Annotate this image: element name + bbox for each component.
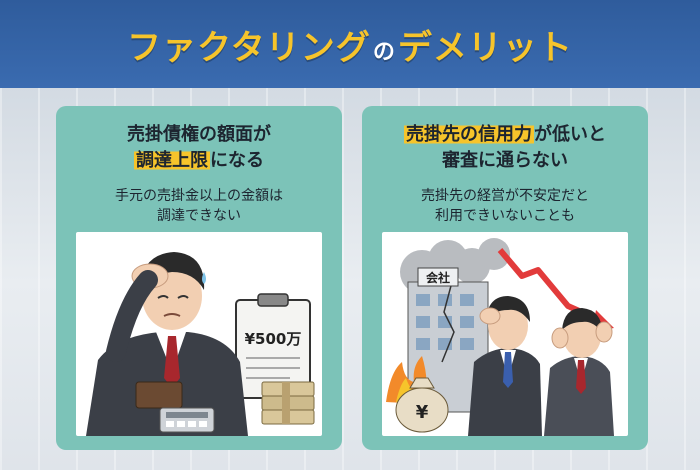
illustration-collapsing-company: 会社 ¥ (382, 232, 628, 436)
empty-wallet-icon (135, 381, 183, 409)
highlight-text: 調達上限 (134, 150, 210, 171)
demerit-card-credit: 売掛先の信用力が低いと 審査に通らない 売掛先の経営が不安定だと 利用できいない… (362, 106, 648, 450)
clipboard-icon (235, 293, 311, 399)
page-title: ファクタリングのデメリット (127, 27, 573, 68)
cash-stack-icon (261, 381, 315, 425)
money-bag-symbol: ¥ (416, 402, 429, 423)
clipboard-amount: ¥500万 (245, 330, 302, 348)
illustration-worried-businessman: ¥500万 (76, 232, 322, 436)
card-subtitle: 売掛先の経営が不安定だと 利用できいないことも (421, 188, 589, 224)
card-title: 売掛債権の額面が 調達上限になる (127, 124, 271, 171)
building-sign: 会社 (426, 270, 450, 285)
money-bag-icon (395, 377, 449, 433)
card-subtitle: 手元の売掛金以上の金額は 調達できない (115, 188, 283, 224)
sweat-drop-icon (202, 272, 206, 284)
calculator-icon (159, 407, 215, 433)
card-title: 売掛先の信用力が低いと 審査に通らない (404, 124, 606, 171)
header-banner: ファクタリングのデメリット (0, 0, 700, 88)
highlight-text: 売掛先の信用力 (404, 124, 534, 145)
demerit-card-limit: 売掛債権の額面が 調達上限になる 手元の売掛金以上の金額は 調達できない ¥50… (56, 106, 342, 450)
